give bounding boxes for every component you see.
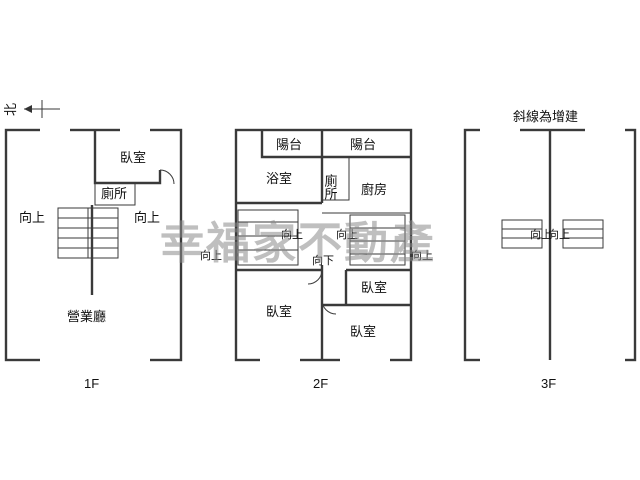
floor-1f-plan: 臥室 廁所 向上 向上 營業廳 1F	[4, 128, 183, 391]
bedroom-1f-wall	[93, 130, 162, 185]
room-2f-bedroom-right: 臥室	[350, 324, 376, 340]
room-2f-balcony-right: 陽台	[350, 138, 376, 153]
room-1f-hall: 營業廳	[67, 309, 106, 325]
stair-2f-left	[237, 209, 299, 266]
room-2f-bedroom-small: 臥室	[361, 280, 387, 296]
watermark-text: 幸福家不動產	[160, 218, 436, 269]
floor-1f-label: 1F	[84, 376, 99, 391]
floor-2f-plan: 陽台 陽台 浴室 廁所 廚房 向上 向上 向上 向上 向下 臥室 臥室 臥室 2…	[200, 128, 433, 391]
balcony-2f-left-wall	[260, 130, 322, 159]
floor-3f-plan: 斜線為增建 向上 向上 3F	[463, 109, 637, 391]
bedroom-1f-door	[159, 169, 175, 185]
stair-2f-down: 向下	[312, 253, 334, 267]
stair-1f-up-right: 向上	[134, 210, 160, 226]
floor-2f-outline	[234, 128, 413, 362]
bedroom-2f-door	[321, 299, 337, 315]
room-2f-bathroom: 浴室	[266, 171, 292, 187]
room-2f-kitchen: 廚房	[361, 182, 387, 198]
floor-3f-note: 斜線為增建	[513, 109, 578, 125]
stair-3f-up-a: 向上	[530, 227, 552, 241]
compass-north-label: 北	[4, 103, 19, 116]
room-2f-balcony-left: 陽台	[276, 138, 302, 153]
room-2f-bedroom-left: 臥室	[266, 304, 292, 320]
stair-2f-right	[349, 214, 406, 266]
stair-2f-up-d: 向上	[411, 248, 433, 262]
room-1f-bedroom: 臥室	[120, 150, 146, 166]
stair-2f-up-a: 向上	[200, 248, 222, 262]
room-1f-toilet: 廁所	[101, 186, 127, 202]
stair-2f-up-b: 向上	[281, 227, 303, 241]
toilet-2f-wall	[322, 157, 350, 201]
stair-3f-up-b: 向上	[548, 227, 570, 241]
stair-1f-up-left: 向上	[19, 210, 45, 226]
room-2f-toilet: 廁所	[322, 173, 338, 200]
bedroom-2f-left-door	[307, 269, 323, 285]
compass-arrow-head-icon	[24, 105, 32, 113]
stair-2f-up-c: 向上	[336, 227, 358, 241]
floor-2f-label: 2F	[313, 376, 328, 391]
toilet-1f-wall	[94, 183, 136, 206]
stair-3f-left	[501, 219, 543, 249]
stair-3f-right	[562, 219, 604, 249]
compass: 北	[4, 100, 60, 118]
floor-3f-label: 3F	[541, 376, 556, 391]
